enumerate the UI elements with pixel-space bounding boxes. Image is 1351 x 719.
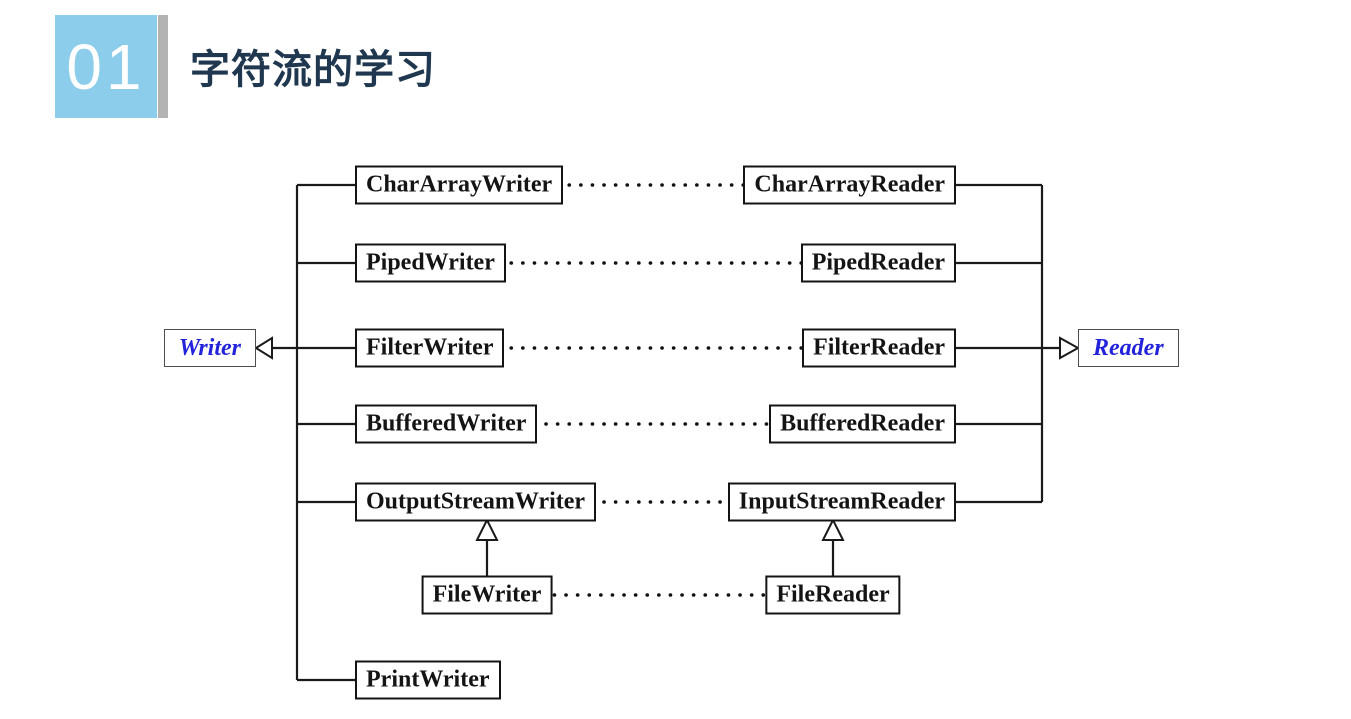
class-box-buffered-writer: BufferedWriter [355,404,538,444]
class-box-file-writer: FileWriter [421,575,553,615]
class-box-filter-reader: FilterReader [802,328,956,368]
inheritance-arrow-filewriter-icon [475,517,499,541]
class-box-piped-writer: PipedWriter [355,243,506,283]
class-box-char-array-reader: CharArrayReader [743,165,956,205]
class-box-output-stream-writer: OutputStreamWriter [355,482,597,522]
class-box-input-stream-reader: InputStreamReader [727,482,956,522]
class-box-print-writer: PrintWriter [355,660,501,700]
file-inheritance-lines [485,540,835,578]
inheritance-arrow-right-icon [1059,336,1081,360]
slide-number-badge: 01 [55,15,157,118]
base-class-box-writer: Writer [163,329,256,367]
class-box-char-array-writer: CharArrayWriter [355,165,564,205]
title-accent-bar [158,15,168,118]
inheritance-arrow-left-icon [254,336,273,360]
class-box-buffered-reader: BufferedReader [769,404,956,444]
class-box-filter-writer: FilterWriter [355,328,505,368]
class-box-piped-reader: PipedReader [800,243,956,283]
slide-number: 01 [66,30,146,103]
class-box-file-reader: FileReader [765,575,901,615]
page-title: 字符流的学习 [190,48,436,92]
base-class-box-reader: Reader [1078,329,1179,367]
inheritance-arrow-filereader-icon [821,517,845,541]
